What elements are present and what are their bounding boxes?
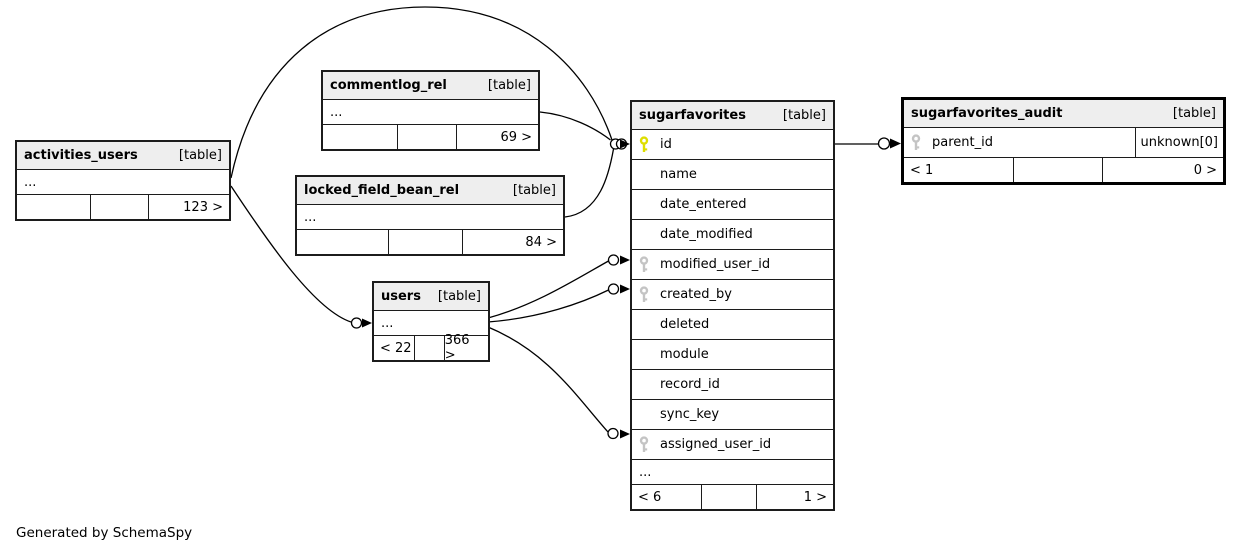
column-name: parent_id	[932, 135, 993, 150]
column-name: modified_user_id	[660, 257, 771, 272]
table-name: locked_field_bean_rel	[304, 183, 460, 198]
column-row-created_by: created_by	[632, 280, 833, 310]
connector-audit-parent_id-in	[877, 137, 901, 150]
column-row-deleted: deleted	[632, 310, 833, 340]
table-footer: 84 >	[297, 230, 563, 254]
table-header[interactable]: activities_users [table]	[17, 142, 229, 170]
ellipsis-row: ...	[374, 311, 488, 336]
table-header[interactable]: commentlog_rel [table]	[323, 72, 538, 100]
footer-cell-0	[297, 230, 388, 254]
column-row-date_modified: date_modified	[632, 220, 833, 250]
column-name: date_entered	[660, 197, 747, 212]
connector-sugarfavorites-modified_user_id-in	[607, 254, 630, 266]
table-tag: [table]	[437, 289, 481, 304]
column-type: unknown[0]	[1134, 128, 1224, 157]
column-row-sync_key: sync_key	[632, 400, 833, 430]
connector-sugarfavorites-id-in	[609, 138, 630, 150]
column-row-module: module	[632, 340, 833, 370]
table-tag: [table]	[1172, 106, 1216, 121]
foreign-key-icon	[910, 134, 932, 151]
footer-cell-0	[323, 125, 397, 149]
table-footer: 123 >	[17, 195, 229, 219]
table-tag: [table]	[487, 78, 531, 93]
table-footer: 69 >	[323, 125, 538, 149]
footer-cell-2: 84 >	[462, 230, 563, 254]
table-name: activities_users	[24, 148, 138, 163]
edge-users-to-sugarfavorites-created_by	[487, 289, 609, 323]
table-locked_field_bean_rel[interactable]: locked_field_bean_rel [table]...84 >	[295, 175, 565, 256]
column-row-assigned_user_id: assigned_user_id	[632, 430, 833, 460]
table-users[interactable]: users [table]... < 22 366 >	[372, 281, 490, 363]
footer-cell-2: 69 >	[456, 125, 538, 149]
column-row-modified_user_id: modified_user_id	[632, 250, 833, 280]
footer-cell-2: 366 >	[443, 333, 488, 363]
foreign-key-icon	[638, 256, 660, 273]
foreign-key-icon	[638, 436, 660, 453]
table-sugarfavorites_audit[interactable]: sugarfavorites_audit [table] parent_id unkn…	[901, 97, 1226, 185]
table-tag: [table]	[512, 183, 556, 198]
table-name: users	[381, 289, 421, 304]
footer-cell-0: < 22	[380, 340, 412, 356]
ellipsis-row: ...	[632, 460, 833, 485]
footer-cell-1	[413, 336, 444, 360]
column-row-name: name	[632, 160, 833, 190]
table-tag: [table]	[178, 148, 222, 163]
edge-locked_field_bean_rel-to-sugarfavorites-id	[564, 148, 615, 218]
ellipsis-row: ...	[323, 100, 538, 125]
connector-sugarfavorites-assigned_user_id-in	[607, 427, 630, 440]
table-footer: < 6 1 >	[632, 485, 833, 509]
footer-cell-1	[397, 125, 456, 149]
column-name: module	[660, 347, 709, 362]
table-commentlog_rel[interactable]: commentlog_rel [table]...69 >	[321, 70, 540, 151]
table-header[interactable]: sugarfavorites_audit [table]	[904, 100, 1223, 128]
table-name: commentlog_rel	[330, 78, 447, 93]
connector-sugarfavorites-created_by-in	[607, 283, 630, 295]
column-name: id	[660, 137, 672, 152]
footer-cell-0: < 6	[638, 489, 662, 505]
column-name: deleted	[660, 317, 710, 332]
edge-users-to-sugarfavorites-modified_user_id	[487, 260, 609, 319]
column-name: record_id	[660, 377, 720, 392]
table-tag: [table]	[782, 108, 826, 123]
footer-cell-0	[17, 195, 90, 219]
column-row-record_id: record_id	[632, 370, 833, 400]
footer-cell-2: 123 >	[148, 195, 229, 219]
column-name: assigned_user_id	[660, 437, 772, 452]
table-header[interactable]: sugarfavorites [table]	[632, 102, 833, 130]
column-row-date_entered: date_entered	[632, 190, 833, 220]
column-name: name	[660, 167, 697, 182]
ellipsis-row: ...	[297, 205, 563, 230]
connector-users-in	[350, 317, 372, 329]
table-name: sugarfavorites_audit	[911, 106, 1063, 121]
footer-cell-2: 1 >	[756, 485, 833, 509]
table-activities_users[interactable]: activities_users [table]...123 >	[15, 140, 231, 221]
footer-cell-1	[388, 230, 462, 254]
column-name: date_modified	[660, 227, 753, 242]
column-row-id: id	[632, 130, 833, 160]
ellipsis-row: ...	[17, 170, 229, 195]
column-name: sync_key	[660, 407, 720, 422]
edge-commentlog_rel-to-sugarfavorites-id	[539, 111, 611, 141]
table-header[interactable]: users [table]	[374, 283, 488, 311]
footer-cell-2: 0 >	[1102, 158, 1223, 182]
table-name: sugarfavorites	[639, 108, 746, 123]
primary-key-icon	[638, 136, 660, 153]
foreign-key-icon	[638, 286, 660, 303]
table-footer: < 22 366 >	[374, 333, 488, 363]
column-row-parent_id: parent_id unknown[0]	[904, 128, 1223, 158]
footer-cell-1	[701, 485, 756, 509]
edge-users-to-sugarfavorites-assigned_user_id	[487, 326, 609, 433]
footer-cell-1	[1013, 158, 1102, 182]
footer-cell-0: < 1	[910, 162, 934, 178]
footer-cell-1	[90, 195, 148, 219]
table-header[interactable]: locked_field_bean_rel [table]	[297, 177, 563, 205]
schemaspy-credit: Generated by SchemaSpy	[16, 525, 193, 541]
table-footer: < 1 0 >	[904, 158, 1223, 182]
column-name: created_by	[660, 287, 732, 302]
